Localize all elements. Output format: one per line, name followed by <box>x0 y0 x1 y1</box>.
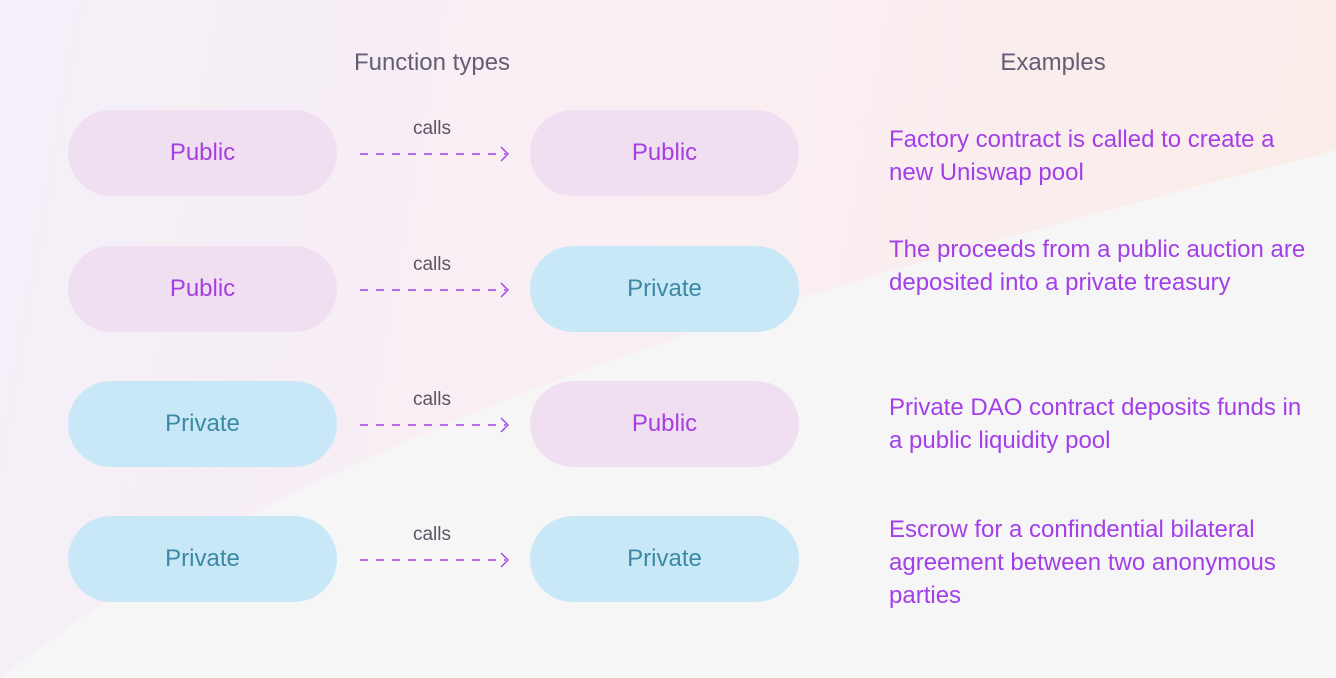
dashed-arrow-icon <box>360 282 509 298</box>
example-text: Escrow for a confindential bilateral agr… <box>889 516 1276 609</box>
callee-pill: Public <box>530 381 799 467</box>
calls-label: calls <box>412 524 452 545</box>
callee-pill: Private <box>530 246 799 332</box>
function-types-header: Function types <box>353 49 511 76</box>
call-row-private-public: Private calls Public Private DAO contrac… <box>0 381 1336 469</box>
calls-label: calls <box>412 389 452 410</box>
examples-header: Examples <box>1000 49 1106 76</box>
caller-pill: Private <box>68 381 337 467</box>
call-row-public-private: Public calls Private The proceeds from a… <box>0 236 1336 334</box>
callee-pill: Public <box>530 110 799 196</box>
dashed-arrow-icon <box>360 146 509 162</box>
caller-pill: Public <box>68 246 337 332</box>
call-row-public-public: Public calls Public Factory contract is … <box>0 110 1336 198</box>
dashed-arrow-icon <box>360 552 509 568</box>
example-text: The proceeds from a public auction are d… <box>889 236 1306 296</box>
example-text: Factory contract is called to create a n… <box>889 126 1275 186</box>
calls-label: calls <box>412 254 452 275</box>
caller-pill: Public <box>68 110 337 196</box>
example-text: Private DAO contract deposits funds in a… <box>889 394 1302 454</box>
calls-label: calls <box>412 118 452 139</box>
callee-pill: Private <box>530 516 799 602</box>
dashed-arrow-icon <box>360 417 509 433</box>
caller-pill: Private <box>68 516 337 602</box>
call-row-private-private: Private calls Private Escrow for a confi… <box>0 516 1336 609</box>
